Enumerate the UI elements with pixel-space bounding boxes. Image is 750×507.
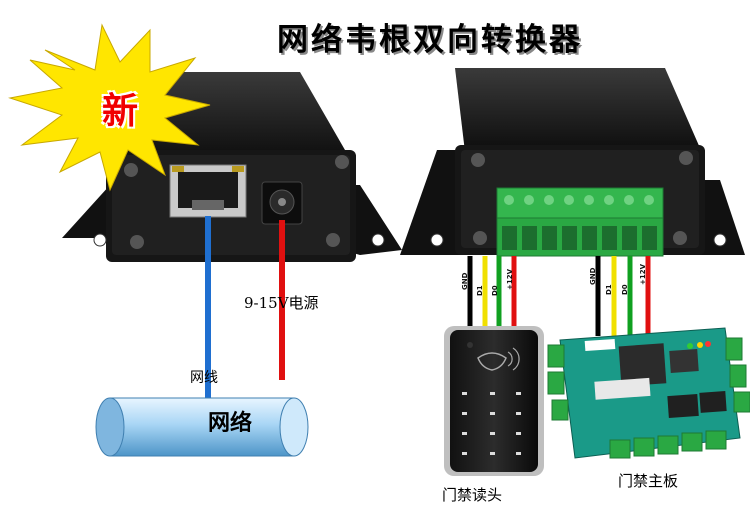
network-cable-label: 网线: [190, 370, 218, 386]
wire-label-reader-d1: D1: [476, 285, 484, 296]
wire-label-reader-d0: D0: [491, 285, 499, 296]
card-icon: [477, 347, 520, 371]
new-badge: 新: [102, 90, 139, 132]
network-pipe: [95, 397, 309, 457]
network-label: 网络: [208, 410, 253, 436]
wire-label-reader-12v: +12V: [506, 268, 514, 290]
card-reader-label: 门禁读头: [442, 486, 503, 504]
screw-icon: [473, 231, 487, 245]
wire-label-reader-gnd: GND: [461, 272, 469, 290]
screw-icon: [679, 151, 693, 165]
wire-label-board-d0: D0: [621, 284, 629, 295]
control-board-label: 门禁主板: [618, 472, 679, 490]
screw-icon: [673, 231, 687, 245]
wire-label-board-gnd: GND: [589, 267, 597, 285]
wire-label-board-12v: +12V: [639, 263, 647, 285]
control-board: [547, 327, 750, 459]
screw-icon: [130, 235, 144, 249]
screw-icon: [335, 155, 349, 169]
page-title: 网络韦根双向转换器: [277, 22, 583, 58]
keypad-icon: [462, 392, 521, 455]
reader-wires: [467, 256, 517, 326]
wire-label-board-d1: D1: [605, 284, 613, 295]
screw-icon: [124, 163, 138, 177]
card-reader: [444, 326, 544, 476]
screw-icon: [471, 153, 485, 167]
rj45-port-icon: [169, 164, 247, 218]
dc-jack-icon: [261, 181, 303, 225]
terminal-block: [496, 187, 664, 257]
starburst-icon: [8, 23, 211, 192]
power-label: 9-15V电源: [244, 294, 319, 312]
screw-icon: [326, 233, 340, 247]
board-wires: [595, 256, 651, 336]
